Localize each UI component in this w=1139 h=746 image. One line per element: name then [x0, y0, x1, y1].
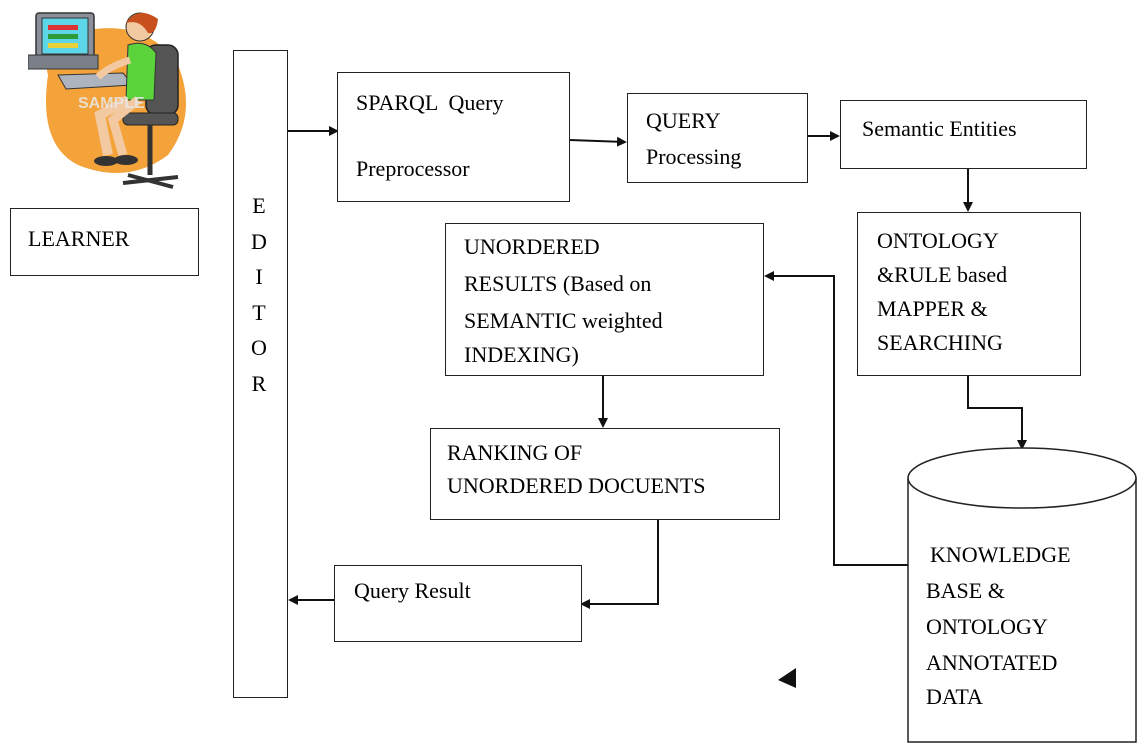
mapper-line4: SEARCHING [877, 330, 1003, 355]
kb-line3: ONTOLOGY [926, 614, 1048, 639]
sparql-line2: Preprocessor [356, 156, 470, 181]
kb-line1: KNOWLEDGE [930, 542, 1071, 567]
ontology-mapper-box [857, 212, 1081, 376]
svg-text:SAMPLE: SAMPLE [78, 95, 145, 112]
arrow-sparql-to-query [569, 136, 627, 147]
ranking-box [430, 428, 780, 520]
kb-line4: ANNOTATED [926, 650, 1058, 675]
learner-at-computer-icon: SAMPLE [27, 5, 198, 195]
sparql-preprocessor-box [337, 72, 570, 202]
arrow-mapper-to-kb [967, 376, 1027, 450]
mapper-line3: MAPPER & [877, 296, 988, 321]
query-result-box [334, 565, 582, 642]
arrow-kb-to-unordered [764, 271, 910, 566]
editor-letter: T [252, 299, 266, 325]
semantic-entities-box [840, 100, 1087, 169]
stray-arrowhead-icon [778, 668, 796, 688]
unordered-line1: UNORDERED [464, 234, 600, 259]
sparql-line1: SPARQL Query [356, 90, 504, 115]
arrow-ranking-to-result [580, 520, 659, 609]
editor-letter: R [251, 370, 267, 396]
ranking-line1: RANKING OF [447, 440, 583, 465]
query-processing-line1: QUERY [646, 108, 721, 133]
unordered-line4: INDEXING) [464, 342, 579, 367]
ranking-line2: UNORDERED DOCUENTS [447, 473, 706, 498]
knowledge-base-cylinder [907, 447, 1137, 743]
kb-line2: BASE & [926, 578, 1005, 603]
mapper-line1: ONTOLOGY [877, 228, 999, 253]
editor-letter: E [252, 193, 266, 218]
editor-letter: O [251, 335, 267, 360]
editor-letter: I [255, 264, 263, 289]
editor-box [233, 50, 288, 698]
learner-box [10, 208, 199, 276]
query-processing-line2: Processing [646, 144, 742, 169]
learner-label: LEARNER [28, 226, 130, 251]
unordered-line2: RESULTS (Based on [464, 271, 652, 296]
query-processing-box [627, 93, 808, 183]
editor-label: E D I T O R [244, 188, 274, 401]
unordered-line3: SEMANTIC weighted [464, 308, 663, 333]
editor-letter: D [251, 228, 267, 254]
query-result-label: Query Result [354, 578, 471, 603]
semantic-entities-label: Semantic Entities [862, 116, 1017, 141]
unordered-results-box [445, 223, 764, 376]
mapper-line2: &RULE based [877, 262, 1008, 287]
kb-line5: DATA [926, 684, 983, 709]
